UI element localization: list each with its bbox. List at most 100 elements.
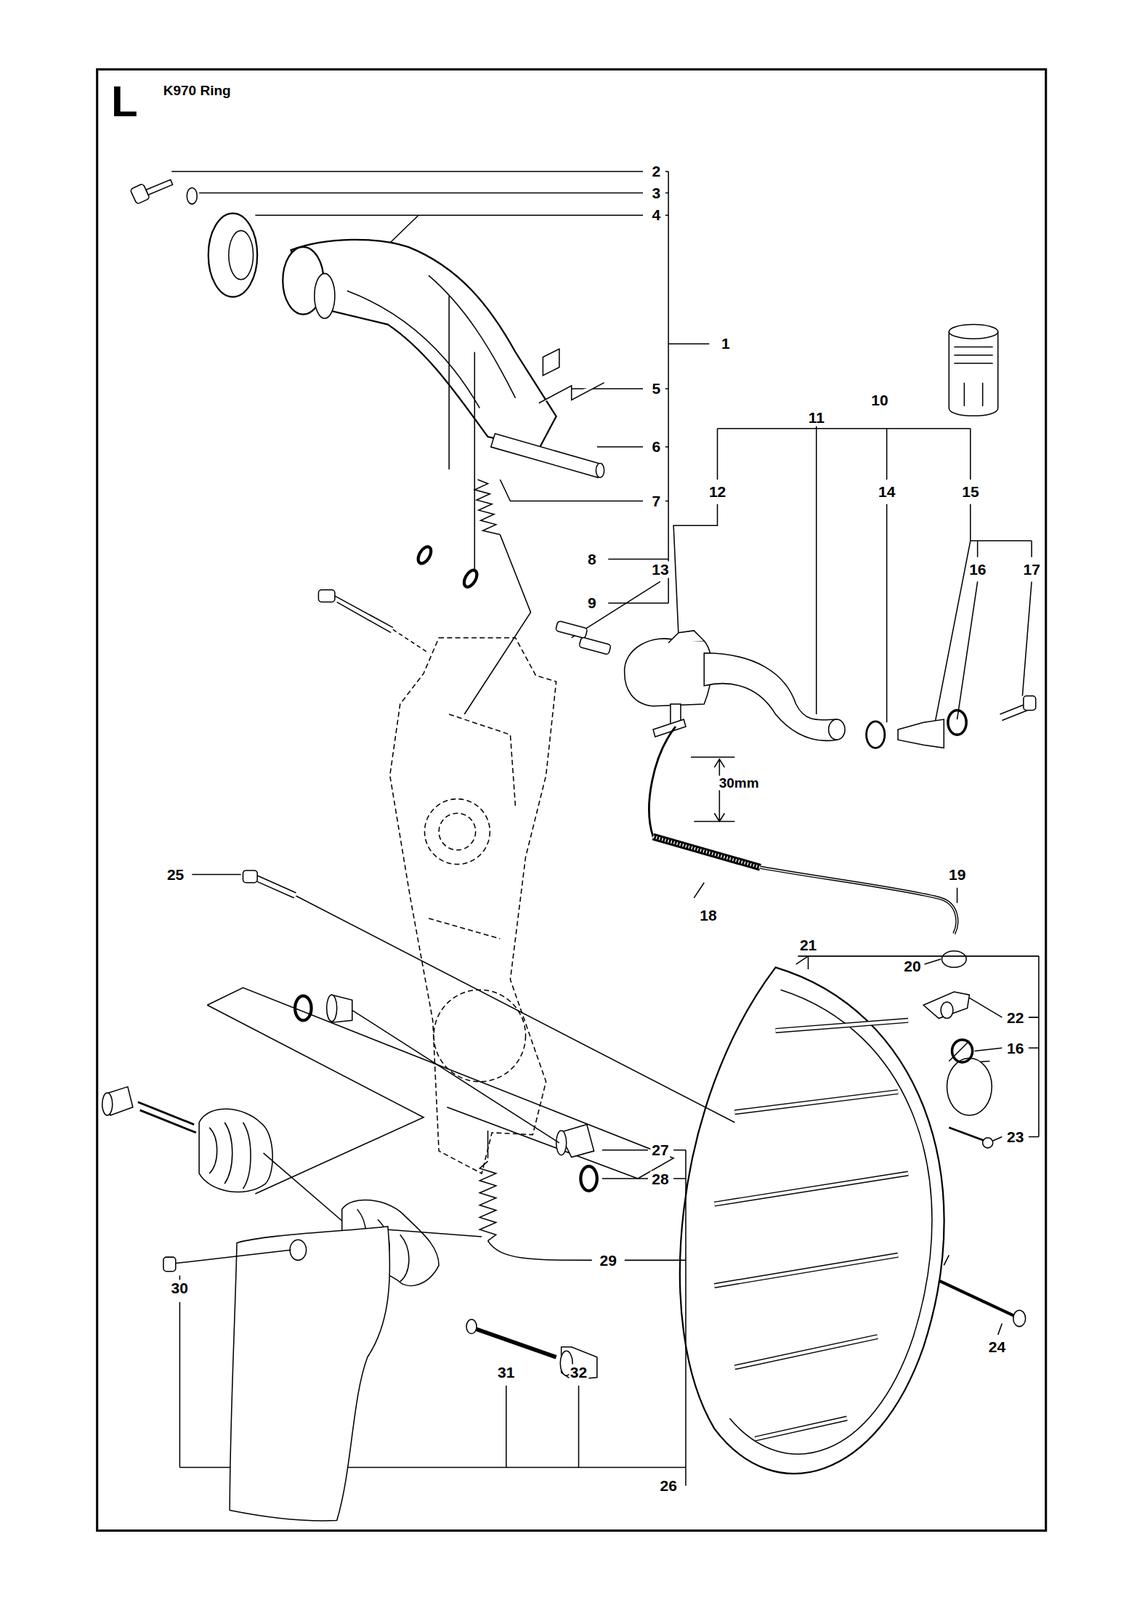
drawing-stroke	[952, 1039, 973, 1063]
callout-number: 1	[719, 335, 732, 353]
drawing-stroke	[207, 987, 674, 1179]
drawing-stroke	[130, 183, 150, 205]
drawing-stroke	[97, 69, 1047, 1530]
drawing-stroke	[461, 568, 480, 590]
diagram-title: K970 Ring	[163, 83, 232, 99]
drawing-stroke	[448, 295, 475, 571]
callout-number: 22	[1005, 1009, 1026, 1026]
drawing-stroke	[102, 1086, 598, 1521]
callout-number: 10	[869, 391, 890, 409]
drawing-stroke	[693, 882, 957, 965]
callout-number: 25	[165, 865, 186, 883]
drawing-stroke	[948, 324, 998, 340]
drawing-stroke	[102, 1092, 113, 1116]
drawing-stroke	[243, 870, 258, 883]
drawing-stroke	[941, 950, 967, 967]
drawing-stroke	[580, 1165, 597, 1191]
drawing-stroke	[352, 1009, 649, 1179]
drawing-stroke	[933, 504, 1032, 730]
callout-number: 7	[650, 492, 662, 510]
drawing-stroke	[171, 171, 643, 502]
drawing-stroke	[897, 719, 944, 748]
callout-number: 17	[1022, 560, 1042, 578]
drawing-stroke	[923, 991, 970, 1019]
callout-number: 4	[650, 207, 662, 224]
drawing-stroke	[415, 544, 434, 566]
drawing-stroke	[982, 1137, 994, 1148]
drawing-stroke	[729, 989, 933, 1454]
callout-number: 3	[650, 184, 662, 202]
callout-number: 24	[987, 1338, 1007, 1356]
drawing-stroke	[948, 709, 967, 735]
drawing-stroke	[428, 714, 516, 939]
drawing-stroke	[760, 867, 958, 934]
section-letter: L	[109, 77, 140, 126]
drawing-stroke	[948, 1127, 985, 1141]
drawing-stroke	[948, 1040, 1002, 1061]
drawing-stroke	[294, 995, 311, 1021]
drawing-stroke	[828, 719, 845, 740]
drawing-stroke	[175, 1249, 292, 1263]
drawing-stroke	[649, 726, 676, 837]
callout-number: 16	[967, 560, 988, 578]
callout-number: 11	[807, 408, 826, 426]
callout-number: 30	[169, 1279, 190, 1297]
drawing-stroke	[163, 1256, 176, 1272]
drawing-stroke	[703, 653, 837, 741]
drawing-stroke	[539, 348, 605, 403]
callout-number: 12	[707, 483, 728, 501]
callout-number: 30mm	[717, 775, 761, 791]
callout-number: 13	[650, 560, 670, 578]
drawing-stroke	[291, 239, 557, 449]
drawing-stroke	[624, 638, 712, 707]
drawing-stroke	[653, 836, 760, 868]
callout-number: 18	[698, 907, 718, 925]
drawing-stroke	[318, 589, 335, 603]
drawing-stroke	[199, 1108, 273, 1192]
drawing-stroke	[186, 187, 197, 204]
drawing-stroke	[130, 179, 173, 205]
callout-number: 28	[650, 1170, 670, 1188]
drawing-stroke	[208, 213, 258, 298]
drawing-stroke	[390, 637, 557, 1174]
drawing-stroke	[433, 989, 526, 1081]
drawing-stroke	[760, 867, 958, 934]
drawing-stroke	[138, 1102, 197, 1133]
drawing-stroke	[146, 179, 173, 195]
drawing-stroke	[438, 812, 476, 850]
callout-number: 9	[586, 594, 598, 612]
drawing-stroke	[228, 230, 254, 279]
drawing-stroke	[653, 836, 760, 868]
callout-number: 16	[1005, 1039, 1026, 1057]
drawing-stroke	[257, 875, 296, 898]
drawing-stroke	[953, 346, 993, 406]
drawing-stroke	[595, 463, 604, 479]
drawing-stroke	[714, 1019, 909, 1439]
drawing-stroke	[1013, 1309, 1026, 1326]
callout-number: 27	[650, 1142, 670, 1159]
drawing-stroke	[326, 994, 338, 1022]
drawing-stroke	[938, 1280, 1015, 1316]
drawing-stroke	[608, 171, 710, 603]
drawing-stroke	[334, 595, 394, 633]
drawing-stroke	[488, 1130, 593, 1260]
drawing-stroke	[314, 273, 335, 319]
drawing-stroke	[969, 997, 1002, 1018]
drawing-stroke	[714, 1019, 909, 1439]
callout-number: 14	[876, 483, 897, 501]
callout-number: 21	[798, 936, 818, 954]
drawing-stroke	[479, 1160, 496, 1241]
drawing-stroke	[555, 620, 588, 638]
drawing-stroke	[948, 331, 998, 416]
callout-number: 15	[960, 483, 980, 501]
callout-number: 8	[586, 550, 598, 568]
callout-number: 19	[947, 865, 967, 883]
drawing-stroke	[191, 874, 735, 1123]
drawing-stroke	[1023, 695, 1036, 711]
drawing-stroke	[943, 1254, 1002, 1335]
callout-number: 6	[650, 438, 662, 456]
drawing-stroke	[229, 1226, 390, 1521]
drawing-stroke	[393, 629, 429, 653]
